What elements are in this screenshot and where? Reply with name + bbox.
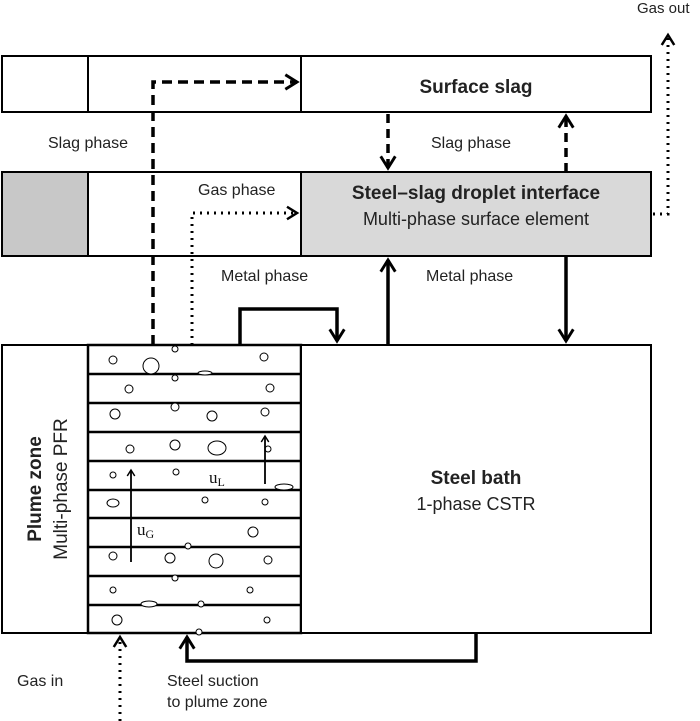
steel-suction-label-line1: Steel suction <box>167 673 259 690</box>
bubble <box>106 498 120 508</box>
bubble <box>169 439 181 451</box>
interface-subtitle: Multi-phase surface element <box>363 209 589 229</box>
metal-phase-left-label: Metal phase <box>221 268 308 285</box>
bubble <box>208 553 224 569</box>
plume-subtitle: Multi-phase PFR <box>51 418 72 560</box>
steel-bath-label: Steel bath <box>431 468 522 489</box>
bubble <box>171 345 179 353</box>
bubble <box>259 352 269 362</box>
bubble <box>195 628 203 636</box>
interface-grey-cell <box>1 171 89 257</box>
gas-phase-dotted-arrow <box>190 205 300 345</box>
bubble <box>109 586 117 594</box>
bubble <box>108 551 118 561</box>
bubble <box>207 440 227 456</box>
bubble <box>171 374 179 382</box>
bubble <box>246 586 254 594</box>
bubble <box>164 552 176 564</box>
velocity-arrows <box>126 434 270 562</box>
bubble <box>140 600 158 608</box>
bubble <box>261 498 269 506</box>
bubble <box>274 483 294 491</box>
bubble <box>260 407 270 417</box>
bubble <box>170 402 180 412</box>
slag-phase-right-label: Slag phase <box>431 135 511 152</box>
surface-slag-row: Surface slag <box>1 55 652 113</box>
steel-bath-box <box>300 344 652 634</box>
bubble <box>247 526 259 538</box>
surface-slag-left-cell <box>1 55 89 113</box>
gas-out-label: Gas out <box>637 0 690 17</box>
bubble <box>124 384 134 394</box>
metal-loop-arrow <box>238 307 346 345</box>
metal-phase-right-label: Metal phase <box>426 268 513 285</box>
gas-phase-label: Gas phase <box>198 182 275 199</box>
gas-bubbles <box>106 345 294 636</box>
bubble <box>171 574 179 582</box>
bubble <box>197 600 205 608</box>
bubble <box>109 471 117 479</box>
bubble <box>263 616 271 624</box>
bottom-section: uL uG Plume zone Multi-phase PFR Steel b… <box>1 343 652 636</box>
bubble <box>197 370 213 376</box>
bubble <box>265 383 275 393</box>
surface-slag-box <box>300 55 652 113</box>
bubble <box>201 496 209 504</box>
slag-phase-left-label: Slag phase <box>48 135 128 152</box>
bubble <box>142 357 160 375</box>
bubble <box>125 444 135 454</box>
bubble <box>111 614 123 626</box>
steel-bath-subtitle: 1-phase CSTR <box>416 494 535 514</box>
steel-suction-arrow <box>178 633 478 663</box>
gas-out-dotted-arrow <box>653 32 676 216</box>
bubble <box>184 542 192 550</box>
u-l-label: uL <box>209 468 225 489</box>
bubble <box>206 410 218 422</box>
plume-outer-box <box>1 344 89 634</box>
flow-arrows <box>112 32 676 721</box>
interface-box <box>300 171 652 257</box>
bubble <box>172 468 180 476</box>
plume-zone-label: Plume zone <box>25 436 46 542</box>
slag-path-dashed-arrow <box>151 73 300 345</box>
gas-in-label: Gas in <box>17 673 63 690</box>
bubble <box>109 408 121 420</box>
interface-title: Steel–slag droplet interface <box>352 183 600 204</box>
surface-slag-label: Surface slag <box>420 77 533 98</box>
pfr-segment-lines <box>88 372 301 607</box>
bubble <box>108 355 118 365</box>
bubble <box>263 555 273 565</box>
steel-suction-label-line2: to plume zone <box>167 694 268 711</box>
surface-slag-mid-cell <box>87 55 302 113</box>
interface-row: Steel–slag droplet interface Multi-phase… <box>1 171 652 257</box>
u-g-label: uG <box>137 520 155 541</box>
